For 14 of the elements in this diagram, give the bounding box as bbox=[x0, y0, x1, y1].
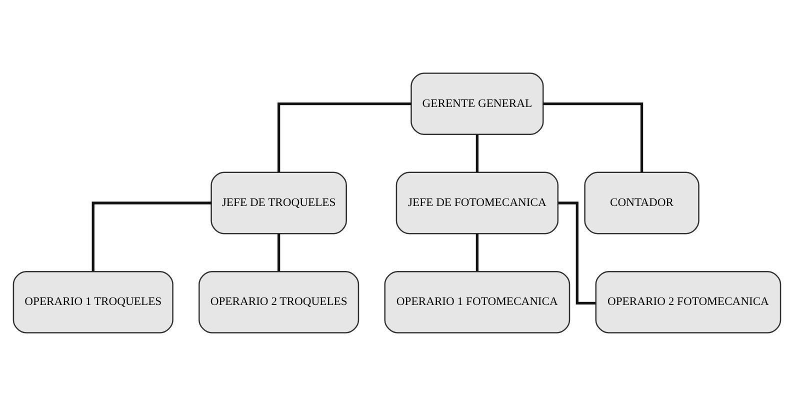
connector bbox=[278, 233, 280, 271]
connector bbox=[476, 134, 478, 172]
node-box: OPERARIO 2 TROQUELES bbox=[198, 270, 360, 333]
connector bbox=[476, 233, 478, 271]
node-box: OPERARIO 1 TROQUELES bbox=[12, 270, 174, 333]
node-box: JEFE DE TROQUELES bbox=[210, 171, 347, 234]
connector bbox=[278, 102, 412, 172]
connector bbox=[543, 102, 644, 172]
node-box: JEFE DE FOTOMECANICA bbox=[396, 171, 559, 234]
node-box: CONTADOR bbox=[584, 171, 700, 234]
node-box: OPERARIO 2 FOTOMECANICA bbox=[595, 270, 782, 333]
node-box: GERENTE GENERAL bbox=[410, 72, 544, 135]
node-box: OPERARIO 1 FOTOMECANICA bbox=[384, 270, 570, 333]
connector bbox=[92, 201, 212, 271]
